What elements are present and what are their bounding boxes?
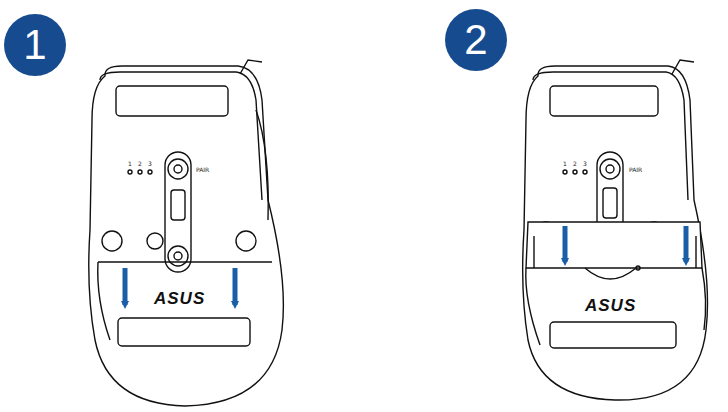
mouse-two	[523, 60, 708, 400]
marking-text: 2	[573, 161, 577, 167]
marking-text: 2	[138, 161, 142, 167]
marking-text: 3	[583, 161, 587, 167]
marking-text: PAIR	[629, 167, 642, 173]
brand-logo: ASUS	[585, 297, 636, 314]
step-circle: 2	[445, 9, 507, 71]
mouse-one	[89, 60, 284, 406]
step-circle: 1	[4, 14, 66, 76]
marking-text: 1	[563, 161, 567, 167]
step-number: 1	[23, 24, 46, 66]
marking-text: PAIR	[196, 167, 209, 173]
step-number: 2	[464, 19, 487, 61]
marking-text: 3	[148, 161, 152, 167]
brand-logo: ASUS	[154, 290, 205, 307]
marking-text: 1	[128, 161, 132, 167]
